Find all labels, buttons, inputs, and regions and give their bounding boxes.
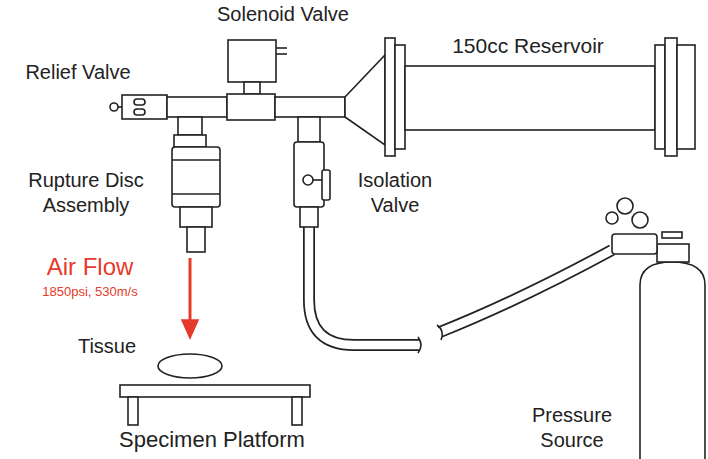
end-cap (665, 38, 677, 156)
flange (655, 45, 665, 149)
relief-valve (110, 95, 167, 119)
rupture-body (172, 147, 220, 207)
valve-block (227, 94, 275, 120)
label-holder: Relief Valve (3, 60, 153, 85)
gauge (632, 212, 648, 228)
label-holder: 150cc Reservoir (428, 33, 628, 59)
hex-nut (180, 207, 212, 227)
arrow-head (182, 320, 198, 338)
label-holder: Solenoid Valve (193, 2, 373, 27)
hose-outline (309, 227, 420, 345)
part-label: Specimen Platform (119, 427, 305, 452)
platform-top (120, 385, 310, 397)
label-holder: Pressure Source (517, 403, 627, 453)
isolation-valve (294, 117, 330, 227)
hose-break (437, 325, 442, 340)
pipe-tee (298, 117, 320, 142)
part-label: Relief Valve (25, 61, 130, 83)
cylinder-body (640, 262, 705, 459)
label-holder: Tissue (62, 334, 152, 359)
platform-leg (128, 397, 138, 425)
specimen-platform (120, 385, 310, 425)
tissue-sample (158, 354, 222, 378)
valve-handle (303, 175, 313, 185)
solenoid-pin (276, 47, 287, 49)
relief-port (134, 109, 145, 115)
hose (309, 226, 613, 353)
valve-body (294, 142, 324, 207)
body-line (172, 193, 220, 195)
solenoid-stem (244, 82, 260, 94)
gas-cylinder (606, 198, 705, 459)
label-holder: Rupture Disc Assembly (6, 168, 166, 218)
part-label: Pressure Source (532, 404, 612, 451)
reservoir-cone (345, 55, 385, 145)
pipe (167, 97, 227, 117)
valve-lever (313, 179, 322, 181)
relief-port (134, 99, 145, 105)
air-flow-arrow (182, 258, 198, 338)
solenoid-coil (228, 40, 276, 82)
regulator-knob (662, 232, 682, 238)
cylinder-neck (657, 244, 689, 262)
label-holder: Isolation Valve (338, 168, 453, 218)
valve-lever (322, 170, 330, 200)
part-label: 1850psi, 530m/s (42, 284, 137, 299)
pipe (275, 97, 345, 117)
end-cap (677, 45, 695, 149)
part-label: Tissue (78, 335, 136, 357)
relief-knob (110, 103, 118, 111)
solenoid-pin (276, 53, 287, 55)
hose-fitting (300, 207, 318, 227)
body-line (172, 159, 220, 161)
relief-body (122, 95, 167, 119)
hose-outline (440, 250, 612, 332)
nozzle (187, 227, 205, 252)
gauge (606, 212, 618, 224)
platform-leg (292, 397, 302, 425)
flange (385, 38, 395, 156)
hose-fill (439, 250, 613, 333)
gauge (617, 198, 633, 214)
part-label: 150cc Reservoir (452, 34, 604, 57)
hose-break (418, 337, 421, 353)
regulator (612, 234, 657, 254)
rupture-disc-assembly (172, 117, 220, 252)
fitting (174, 135, 206, 147)
arrow-shaft (189, 258, 192, 322)
label-holder: 1850psi, 530m/s (15, 284, 165, 300)
hose-fill (309, 226, 421, 345)
flange (395, 45, 405, 149)
part-label: Solenoid Valve (217, 3, 349, 25)
label-holder: Specimen Platform (92, 426, 332, 454)
reservoir-tube (405, 66, 655, 130)
part-label: Air Flow (47, 253, 134, 280)
label-holder: Air Flow (15, 252, 165, 282)
pipe-tee (178, 117, 202, 135)
part-label: Isolation Valve (358, 169, 433, 216)
part-label: Rupture Disc Assembly (28, 169, 144, 216)
